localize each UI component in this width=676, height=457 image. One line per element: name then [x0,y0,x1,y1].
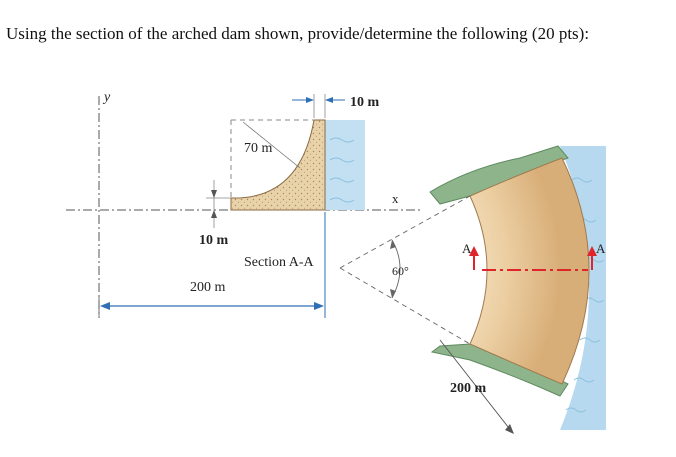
reservoir-water [560,146,606,430]
angle-arc-arrow-bottom [390,289,396,298]
base-dim-arrow-down [211,190,217,198]
height-dimension-label: 70 m [244,141,273,156]
base-dimension-label: 10 m [199,233,229,248]
angle-ray-lower [339,267,471,345]
cut-arrowhead-left [469,246,479,256]
dam-cross-section [230,119,326,211]
angle-ray-upper [339,195,471,269]
angle-arc-arrow-top [390,240,396,249]
top-width-arrowhead-right [325,97,333,103]
radius-arrowhead [505,424,514,434]
x-axis-label: x [392,191,399,206]
length-arrowhead-right [314,302,324,310]
reservoir-waves [565,177,605,413]
radius-label: 200 m [450,381,487,396]
section-mark-right: A [596,241,606,256]
top-width-label: 10 m [350,95,380,110]
section-mark-left: A [462,241,472,256]
top-width-arrowhead-left [306,97,314,103]
length-dimension-label: 200 m [190,280,226,295]
y-axis-label: y [102,90,111,105]
angle-label: 60° [392,264,409,278]
problem-prompt: Using the section of the arched dam show… [6,24,590,43]
arch-dam-plan [469,157,590,385]
base-dim-arrow-up [211,210,217,218]
section-label: Section A-A [244,255,314,270]
length-arrowhead-left [100,302,110,310]
radius-line [439,339,513,433]
section-water-waves [329,137,355,203]
cut-arrowhead-right [587,246,597,256]
height-leader [242,121,301,169]
section-water [325,120,365,210]
